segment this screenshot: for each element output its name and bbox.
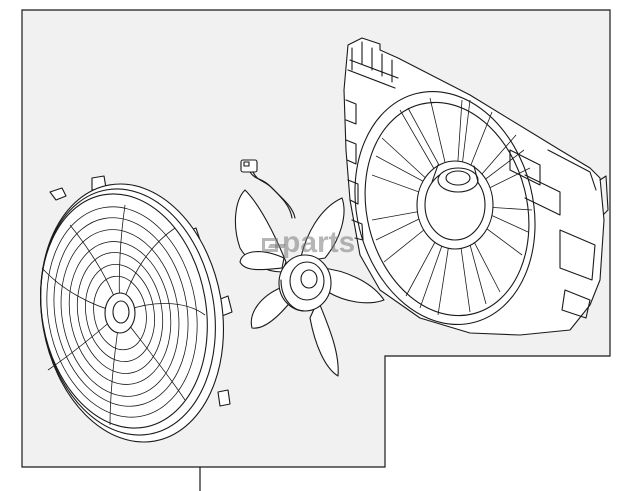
- watermark-logo-icon: [262, 238, 286, 252]
- watermark-text: parts: [282, 226, 355, 259]
- fan-guard: [39, 175, 233, 443]
- watermark: parts: [262, 226, 355, 259]
- fan-shroud: [343, 37, 609, 336]
